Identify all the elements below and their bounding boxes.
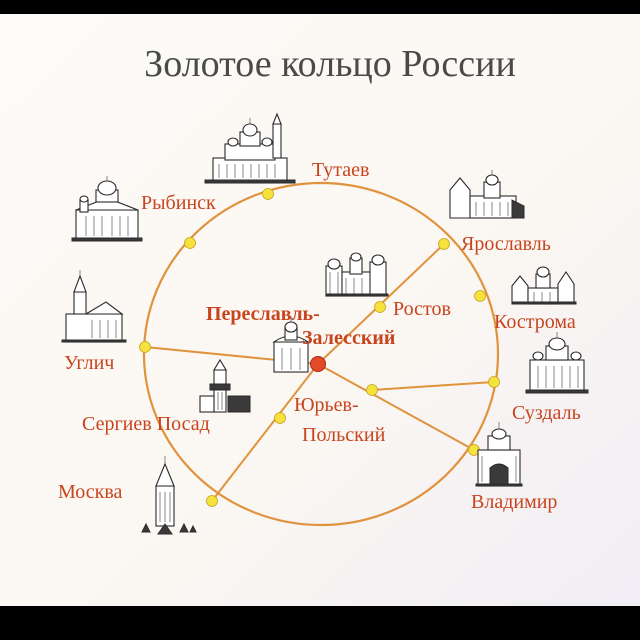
label-suzdal[interactable]: Суздаль	[512, 402, 581, 424]
sergiev-bell-tower-icon	[199, 358, 251, 413]
label-sergiev-posad[interactable]: Сергиев Посад	[82, 413, 210, 435]
route-center-moskva	[211, 363, 319, 502]
label-vladimir[interactable]: Владимир	[471, 491, 557, 513]
rostov-kremlin-icon	[325, 252, 389, 297]
node-yaroslavl[interactable]	[438, 238, 450, 250]
label-yaroslavl[interactable]: Ярославль	[461, 233, 551, 255]
suzdal-cathedral-icon	[525, 332, 589, 394]
label-uglich[interactable]: Углич	[64, 352, 114, 374]
label-tutaev[interactable]: Тутаев	[312, 159, 369, 181]
route-yuriev-suzdal	[371, 381, 495, 391]
label-pereslavl-line2[interactable]: Залесский	[302, 327, 395, 349]
kostroma-monastery-icon	[511, 266, 577, 305]
node-rybinsk[interactable]	[184, 237, 196, 249]
city-nodes	[139, 188, 500, 507]
node-yuriev[interactable]	[366, 384, 378, 396]
label-kostroma[interactable]: Кострома	[494, 311, 576, 333]
node-kostroma[interactable]	[474, 290, 486, 302]
ring-route	[142, 181, 500, 527]
label-rostov[interactable]: Ростов	[393, 298, 451, 320]
node-sergiev[interactable]	[274, 412, 286, 424]
node-pereslavl[interactable]	[310, 356, 326, 372]
label-yuriev-line1[interactable]: Юрьев-	[294, 394, 359, 416]
label-moskva[interactable]: Москва	[58, 481, 123, 503]
rybinsk-cathedral-icon	[71, 176, 143, 242]
yaroslavl-kremlin-icon	[449, 170, 525, 219]
node-moskva[interactable]	[206, 495, 218, 507]
vladimir-golden-gate-icon	[475, 422, 523, 487]
node-suzdal[interactable]	[488, 376, 500, 388]
tutaev-cathedral-icon	[204, 112, 296, 184]
pereslavl-church-icon	[272, 316, 310, 373]
route-center-vladimir	[317, 363, 475, 451]
label-yuriev-line2[interactable]: Польский	[302, 424, 386, 446]
moskva-kremlin-tower-icon	[141, 456, 197, 535]
label-rybinsk[interactable]: Рыбинск	[141, 192, 216, 214]
label-pereslavl-line1[interactable]: Переславль-	[206, 303, 320, 325]
uglich-church-icon	[61, 270, 127, 343]
city-labels: Тутаев Рыбинск Ярославль Ростов Кострома…	[58, 159, 581, 513]
map-title: Золотое кольцо России	[144, 43, 516, 85]
node-tutaev[interactable]	[262, 188, 274, 200]
node-rostov[interactable]	[374, 301, 386, 313]
node-uglich[interactable]	[139, 341, 151, 353]
